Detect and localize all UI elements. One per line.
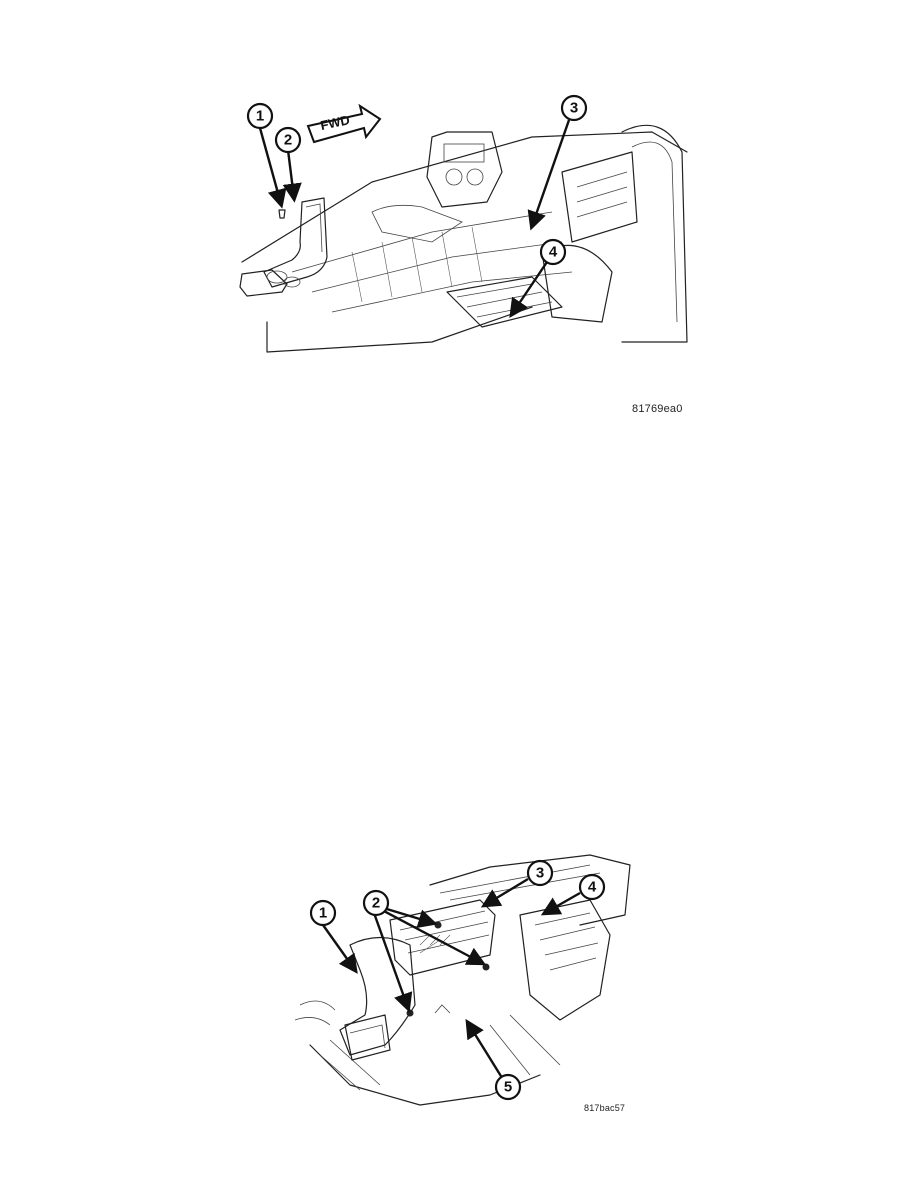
- door-opening: [621, 124, 688, 343]
- callout-3: 3: [526, 859, 554, 887]
- svg-text:2: 2: [284, 132, 292, 149]
- duct-outlet: [344, 1014, 391, 1061]
- duct-fastener: [434, 921, 442, 929]
- duct-fastener: [482, 963, 490, 971]
- floor-duct-illustration: FWD 1 2 3 4: [232, 92, 692, 422]
- svg-text:3: 3: [536, 865, 544, 882]
- figure-id-2: 817bac57: [584, 1103, 626, 1113]
- floor-pan-front: [266, 306, 533, 353]
- hvac-duct-drawing: 1 2 3 4 5: [294, 854, 631, 1106]
- floor-distribution-duct: [263, 197, 328, 288]
- callout-5: 5: [494, 1073, 522, 1101]
- callout-2: 2: [274, 126, 302, 154]
- floor-pan-edge: [241, 131, 688, 263]
- duct-screw: [278, 209, 286, 219]
- forward-label: FWD: [319, 112, 351, 133]
- svg-text:2: 2: [372, 895, 380, 912]
- svg-text:4: 4: [588, 879, 597, 896]
- callout-3: 3: [560, 94, 588, 122]
- svg-text:1: 1: [256, 108, 264, 125]
- dash-top: [429, 854, 631, 926]
- floor-duct-drawing: FWD 1 2 3 4: [239, 94, 688, 353]
- duct-fastener: [406, 1009, 414, 1017]
- hvac-duct-illustration: 1 2 3 4 5: [290, 845, 635, 1120]
- callout-1: 1: [309, 899, 337, 927]
- kick-panel: [561, 151, 638, 243]
- duct-outlet: [239, 269, 288, 297]
- callout-4: 4: [539, 238, 567, 266]
- instrument-panel-center: [426, 131, 503, 208]
- center-duct: [389, 899, 496, 976]
- svg-text:5: 5: [504, 1079, 512, 1096]
- callout-2: 2: [362, 889, 390, 917]
- callout-1: 1: [246, 102, 274, 130]
- svg-text:1: 1: [319, 905, 327, 922]
- svg-text:3: 3: [570, 100, 578, 117]
- svg-text:4: 4: [549, 244, 558, 261]
- forward-arrow: FWD: [306, 103, 382, 144]
- figure-id-1: 81769ea0: [632, 403, 683, 415]
- floor-tunnel: [371, 204, 463, 243]
- hvac-housing: [519, 899, 611, 1021]
- rear-floor-duct: [446, 276, 563, 328]
- callout-4: 4: [578, 873, 606, 901]
